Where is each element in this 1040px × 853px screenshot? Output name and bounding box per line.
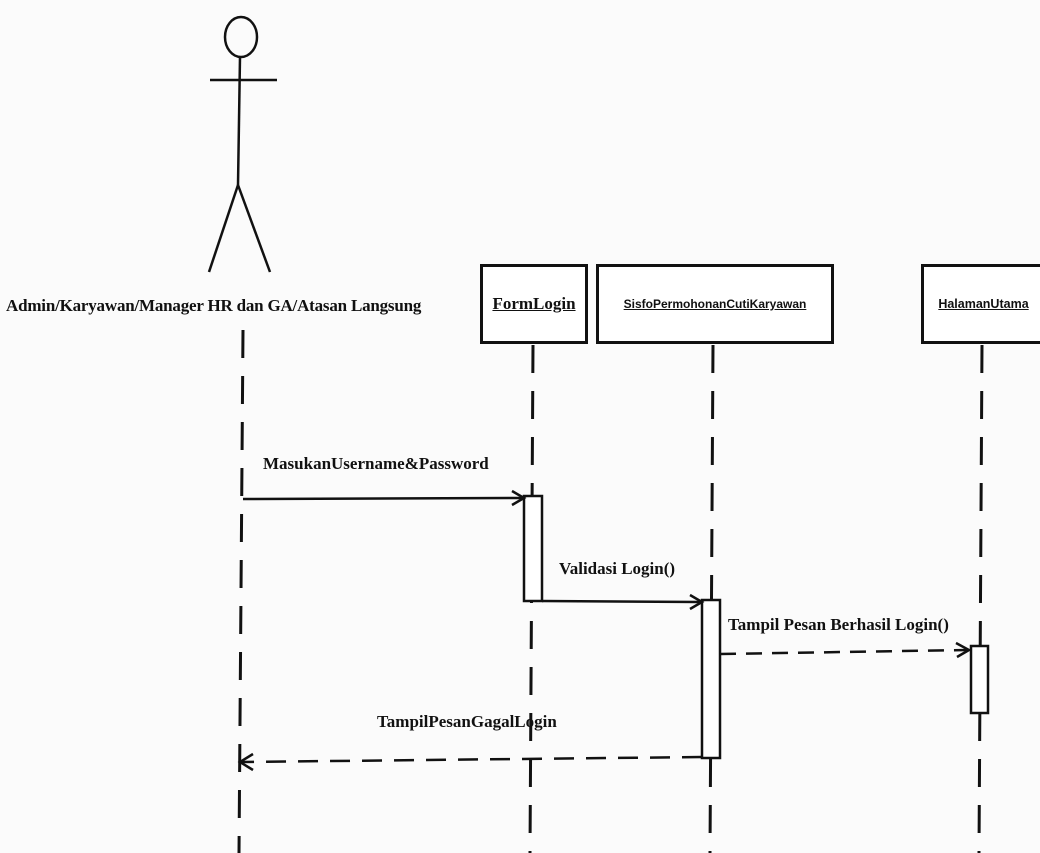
- message-arrow-berhasil: [719, 641, 972, 659]
- activation-formlogin: [522, 494, 544, 603]
- actor-figure: [207, 15, 277, 273]
- object-halamanutama-label: HalamanUtama: [938, 297, 1029, 311]
- object-sisfo: SisfoPermohonanCutiKaryawan: [596, 264, 834, 344]
- lifeline-actor: [237, 329, 245, 853]
- object-formlogin: FormLogin: [480, 264, 588, 344]
- activation-sisfo: [700, 598, 722, 760]
- actor-left-leg: [207, 184, 240, 273]
- message-arrow-gagal: [237, 752, 703, 772]
- actor-label: Admin/Karyawan/Manager HR dan GA/Atasan …: [6, 296, 422, 315]
- object-formlogin-label: FormLogin: [492, 294, 576, 313]
- message-label-login: MasukanUsername&Password: [263, 454, 489, 473]
- object-sisfo-label: SisfoPermohonanCutiKaryawan: [623, 297, 807, 311]
- message-label-validasi: Validasi Login(): [559, 559, 676, 578]
- message-arrow-validasi: [541, 593, 705, 611]
- actor-body: [236, 56, 242, 186]
- object-halamanutama: HalamanUtama: [921, 264, 1040, 344]
- lifeline-halamanutama: [977, 344, 984, 853]
- actor-right-leg: [236, 184, 272, 273]
- message-label-gagal: TampilPesanGagalLogin: [377, 712, 557, 731]
- activation-halamanutama: [969, 644, 990, 715]
- message-label-berhasil: Tampil Pesan Berhasil Login(): [728, 615, 949, 634]
- message-arrow-login: [242, 489, 527, 507]
- actor-head: [223, 15, 259, 59]
